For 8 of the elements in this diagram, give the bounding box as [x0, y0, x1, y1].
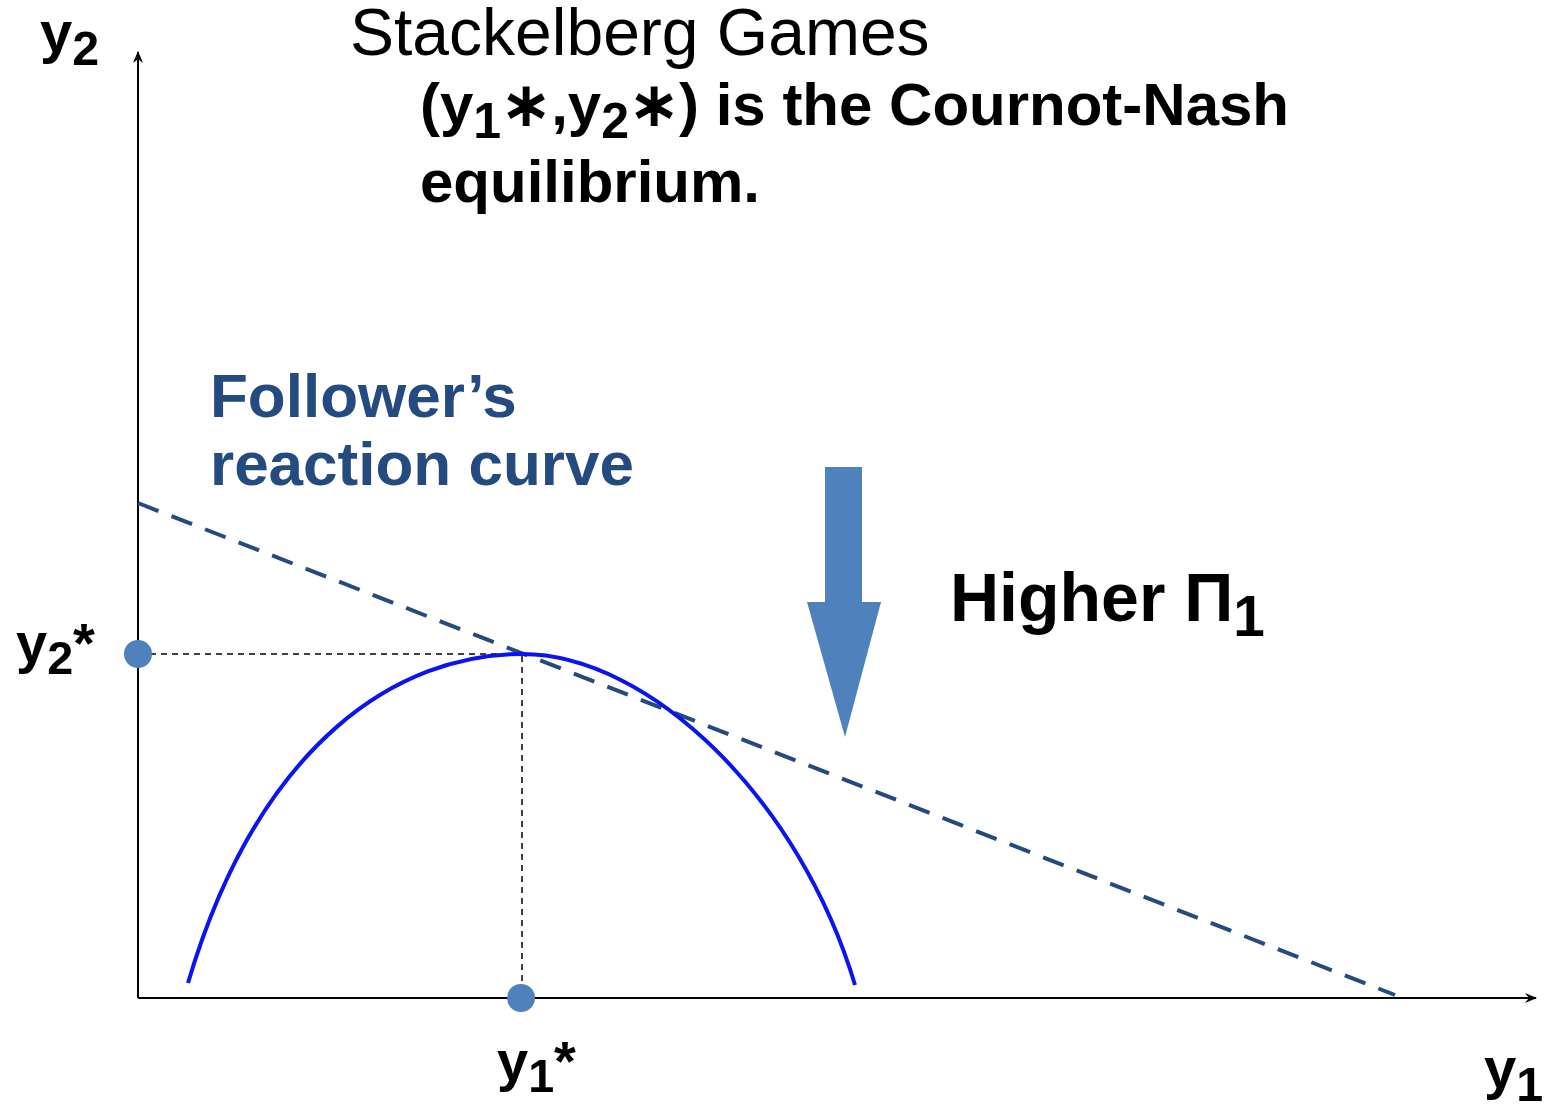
point-label: y$_{1}$*	[497, 1030, 576, 1103]
note-text: (y$_{1}$∗,y$_{2}$∗) is the Cournot-Nash equilibrium.	[420, 72, 1291, 215]
curve-label: Follower’s reaction curve	[210, 362, 635, 499]
axis-label: y$_{2}$	[40, 0, 100, 75]
direction-label: Higher Π$_{1}$	[950, 560, 1265, 648]
title: Stackelberg Games	[350, 0, 930, 69]
point-label: y$_{2}$*	[16, 612, 95, 685]
axis-label: y$_{1}$	[1484, 1036, 1544, 1111]
